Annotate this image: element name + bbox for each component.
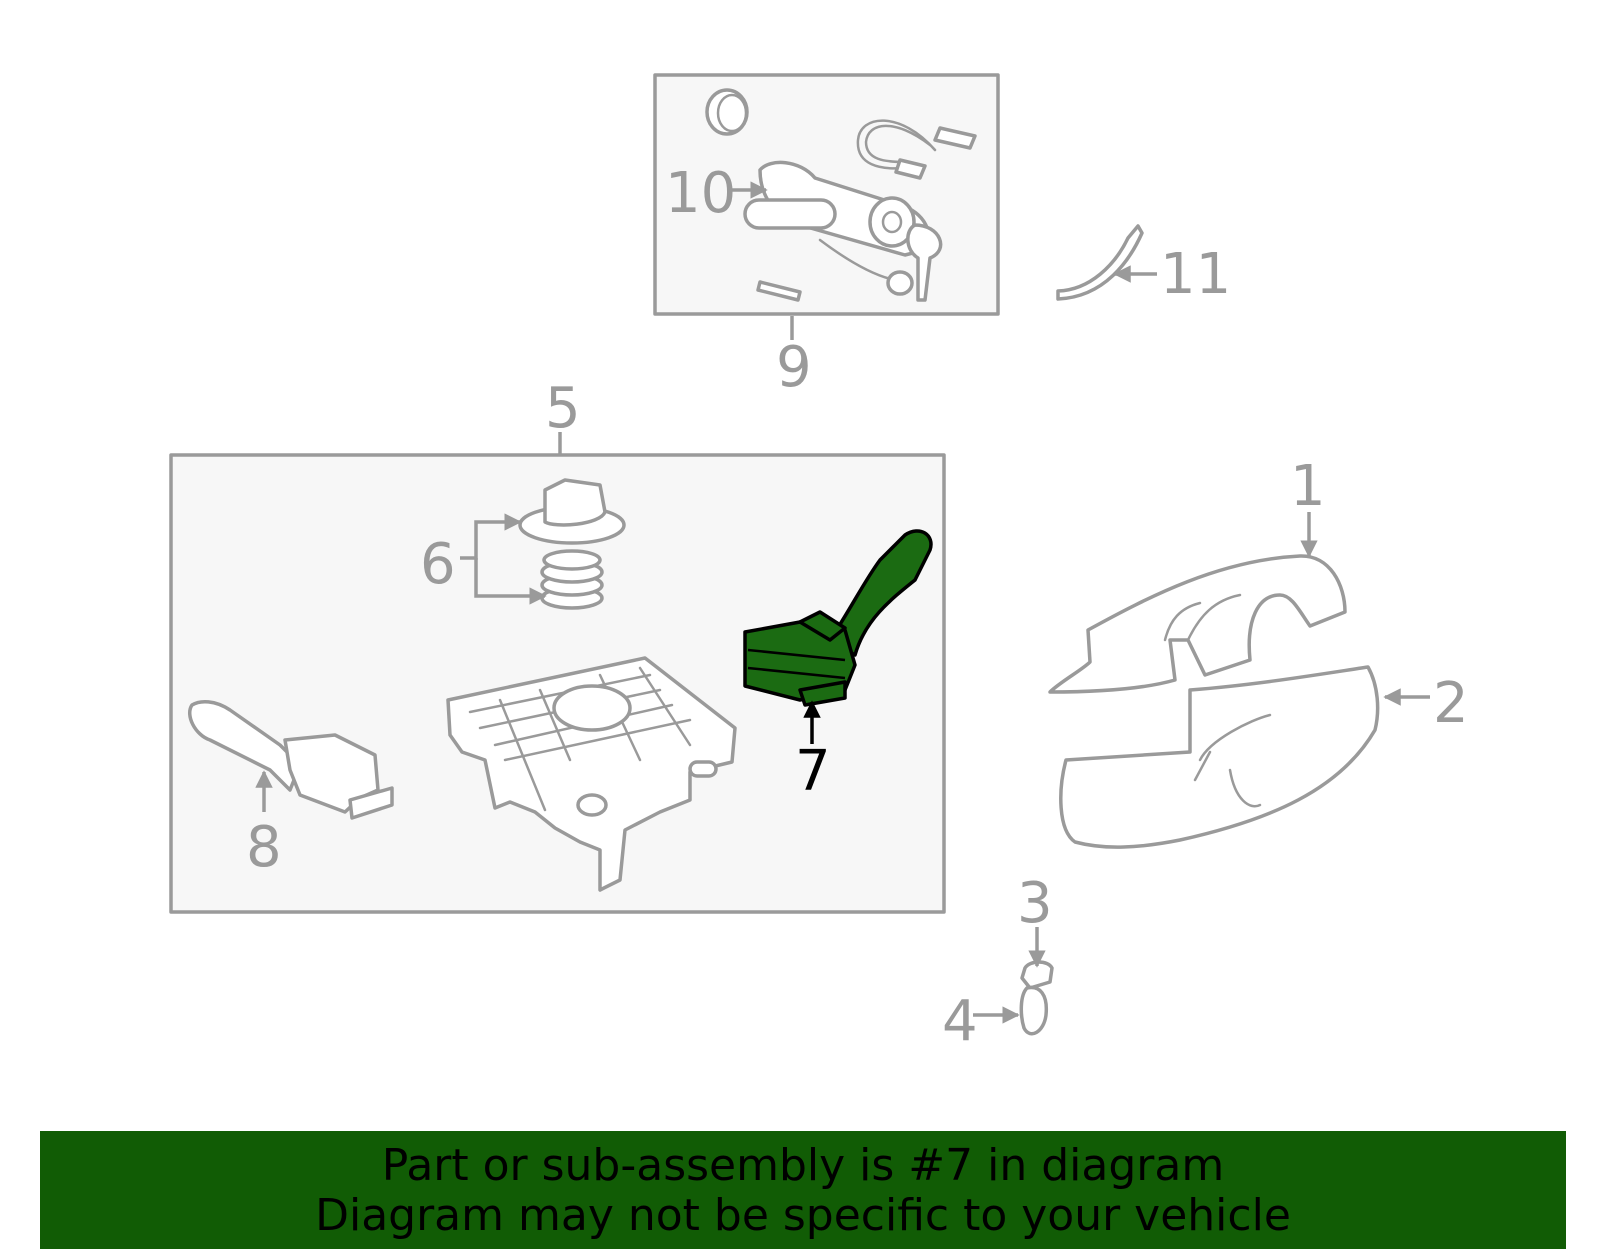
callout-2: 2 [1433,671,1469,736]
part-11-trim-strip-icon [1056,224,1144,301]
switch-base-bracket-icon [446,656,737,892]
part-1-upper-column-cover-icon [1048,554,1347,694]
switch-harness-icon [856,119,977,180]
ring-part-icon [705,88,749,136]
part-4-grommet-icon [1019,985,1049,1036]
notice-banner: Part or sub-assembly is #7 in diagram Di… [40,1131,1566,1249]
combination-switch-group-box [169,453,946,914]
callout-1: 1 [1290,454,1326,519]
callout-3: 3 [1017,871,1053,936]
callout-8: 8 [246,815,282,880]
callout-4: 4 [942,989,978,1054]
callout-5: 5 [545,376,581,441]
part-8-wiper-switch-icon [188,699,394,820]
callout-9: 9 [776,335,812,400]
callout-7-highlighted: 7 [795,739,831,804]
ignition-lock-group-box [653,73,1000,316]
callout-11: 11 [1160,242,1231,307]
callout-10: 10 [665,161,736,226]
part-2-lower-column-cover-icon [1059,665,1380,849]
notice-line-part-number: Part or sub-assembly is #7 in diagram [381,1140,1225,1191]
part-7-turn-signal-switch-highlighted [743,529,933,707]
leader-lines [255,181,1430,1024]
callout-6: 6 [420,532,456,597]
ignition-lock-housing-icon [743,160,943,302]
notice-line-disclaimer: Diagram may not be specific to your vehi… [315,1190,1291,1241]
